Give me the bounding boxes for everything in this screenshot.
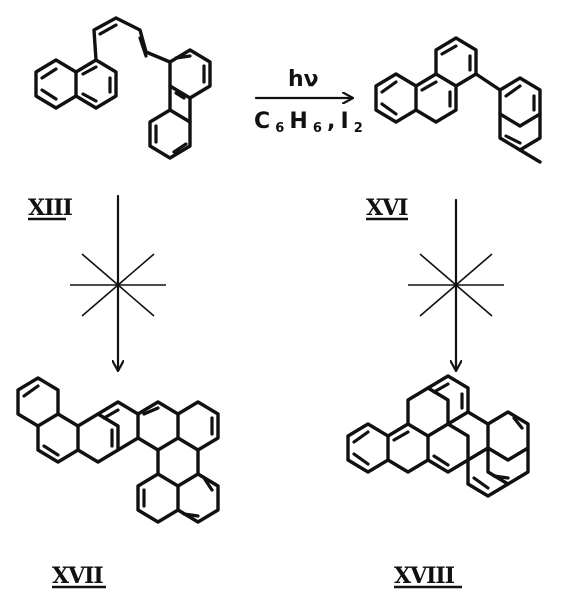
photocyclization-arrow: hν C 6 H 6 , I 2: [254, 67, 363, 136]
structure-xiii: [34, 16, 212, 160]
solvent-conditions: C 6 H 6 , I 2: [254, 109, 363, 136]
label-xiii: XIII: [28, 195, 73, 221]
cross-mark-left: [70, 253, 166, 317]
blocked-arrow-xvi-to-xviii: [408, 198, 504, 370]
structure-xvii: [16, 376, 220, 524]
light-condition: hν: [288, 67, 319, 92]
label-xviii: XVIII: [394, 563, 455, 589]
cross-mark-right: [408, 253, 504, 317]
structure-xvi: [374, 36, 542, 164]
blocked-arrow-xiii-to-xvii: [70, 194, 166, 370]
structure-xviii: [346, 374, 530, 498]
label-xvi: XVI: [366, 195, 408, 221]
label-xvii: XVII: [52, 563, 103, 589]
